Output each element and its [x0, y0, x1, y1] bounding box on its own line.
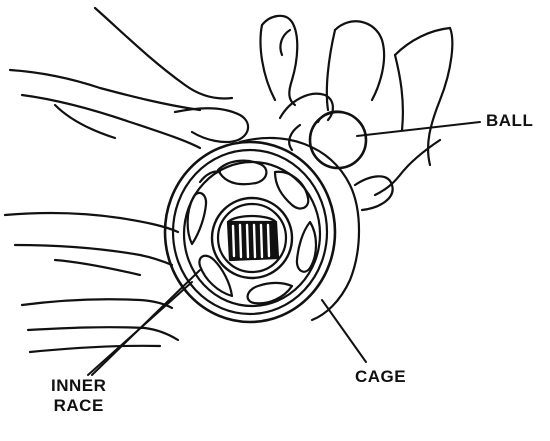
inner-race-label-line2: RACE: [51, 396, 106, 416]
ball-label: BALL: [486, 111, 533, 131]
ball-leader-line: [357, 122, 480, 136]
left-hand: [5, 8, 248, 352]
cage-label: CAGE: [355, 367, 406, 387]
spline-hole: [228, 216, 278, 260]
cage-leader-line: [322, 300, 366, 362]
inner-race-leader-line-b: [88, 282, 192, 375]
inner-race-label: INNER RACE: [51, 376, 106, 416]
inner-race-label-line1: INNER: [51, 376, 106, 396]
right-hand: [261, 16, 453, 210]
cv-joint: [165, 111, 366, 322]
